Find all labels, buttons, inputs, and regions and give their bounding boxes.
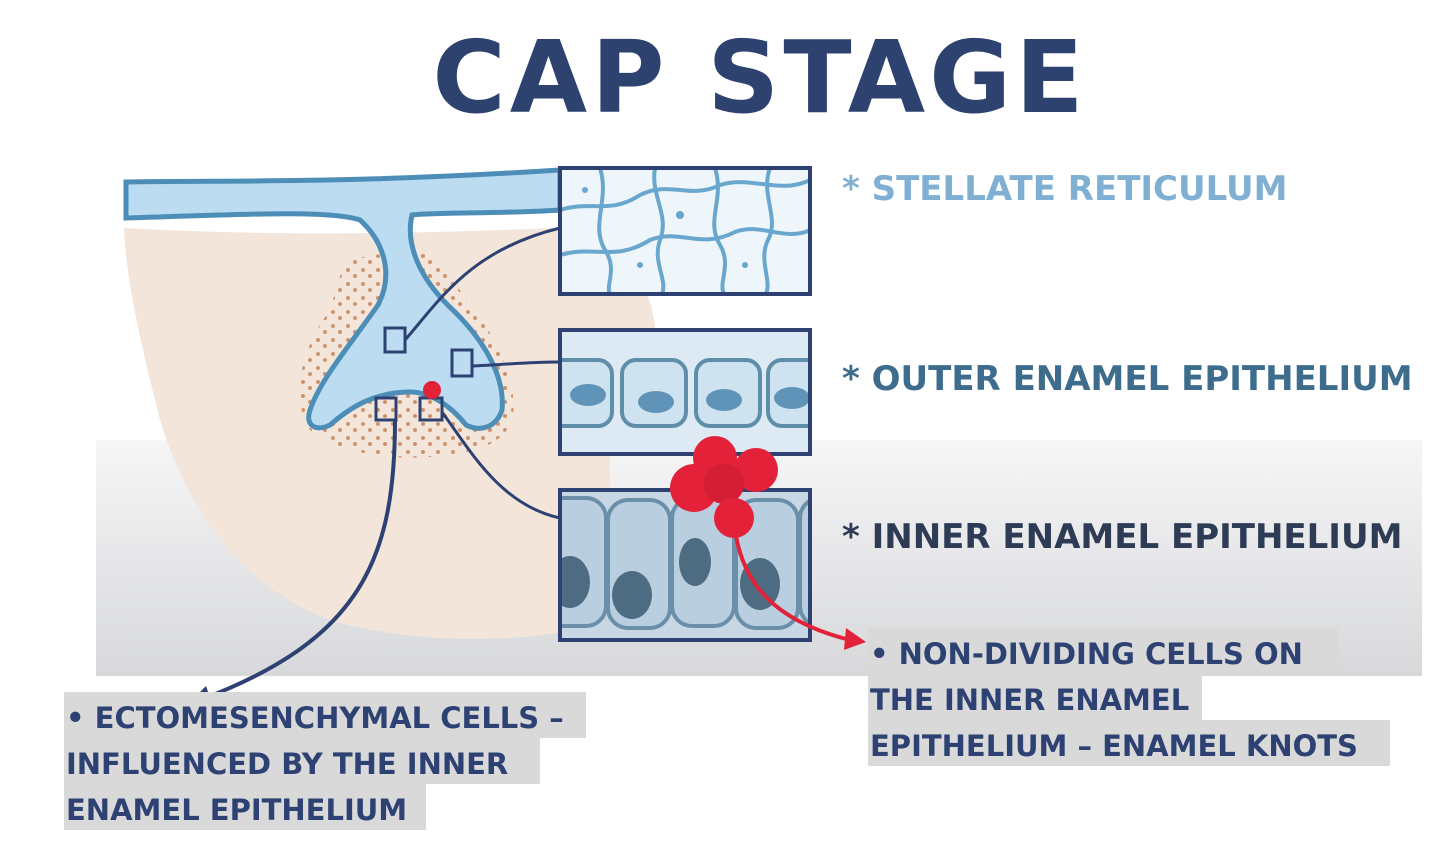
connector-inner [440, 411, 561, 520]
panel-stellate-reticulum [558, 166, 812, 296]
note-ecto-line-2: INFLUENCED BY THE INNER [66, 747, 508, 781]
note-ectomesenchymal: • ECTOMESENCHYMAL CELLS – INFLUENCED BY … [64, 692, 586, 830]
page-title: CAP STAGE [432, 19, 1087, 136]
connector-outer [471, 360, 561, 368]
label-stellate-reticulum: * STELLATE RETICULUM [842, 169, 1288, 209]
label-outer-enamel-epithelium: * OUTER ENAMEL EPITHELIUM [842, 359, 1413, 399]
arrow-enamel-knots [734, 535, 851, 642]
note-ecto-line-1: • ECTOMESENCHYMAL CELLS – [66, 701, 564, 735]
note-knots-line-2: THE INNER ENAMEL [870, 683, 1189, 717]
label-inner-enamel-epithelium: * INNER ENAMEL EPITHELIUM [842, 517, 1402, 557]
note-knots-line-1: • NON-DIVIDING CELLS ON [870, 637, 1303, 671]
arrowhead-enamel-knots-icon [844, 628, 866, 650]
note-knots-line-3: EPITHELIUM – ENAMEL KNOTS [870, 729, 1358, 763]
sample-box-outer [450, 348, 474, 378]
small-enamel-knot [423, 381, 441, 399]
arrow-ectomesenchyme [199, 419, 397, 702]
panel-inner-enamel-epithelium [558, 488, 812, 642]
enamel-knot-cluster [670, 436, 778, 538]
panel-outer-enamel-epithelium [558, 328, 812, 456]
note-ecto-line-3: ENAMEL EPITHELIUM [66, 793, 407, 827]
connector-stellate [403, 226, 561, 341]
sample-box-papilla [374, 396, 398, 422]
note-enamel-knots: • NON-DIVIDING CELLS ON THE INNER ENAMEL… [868, 628, 1390, 766]
